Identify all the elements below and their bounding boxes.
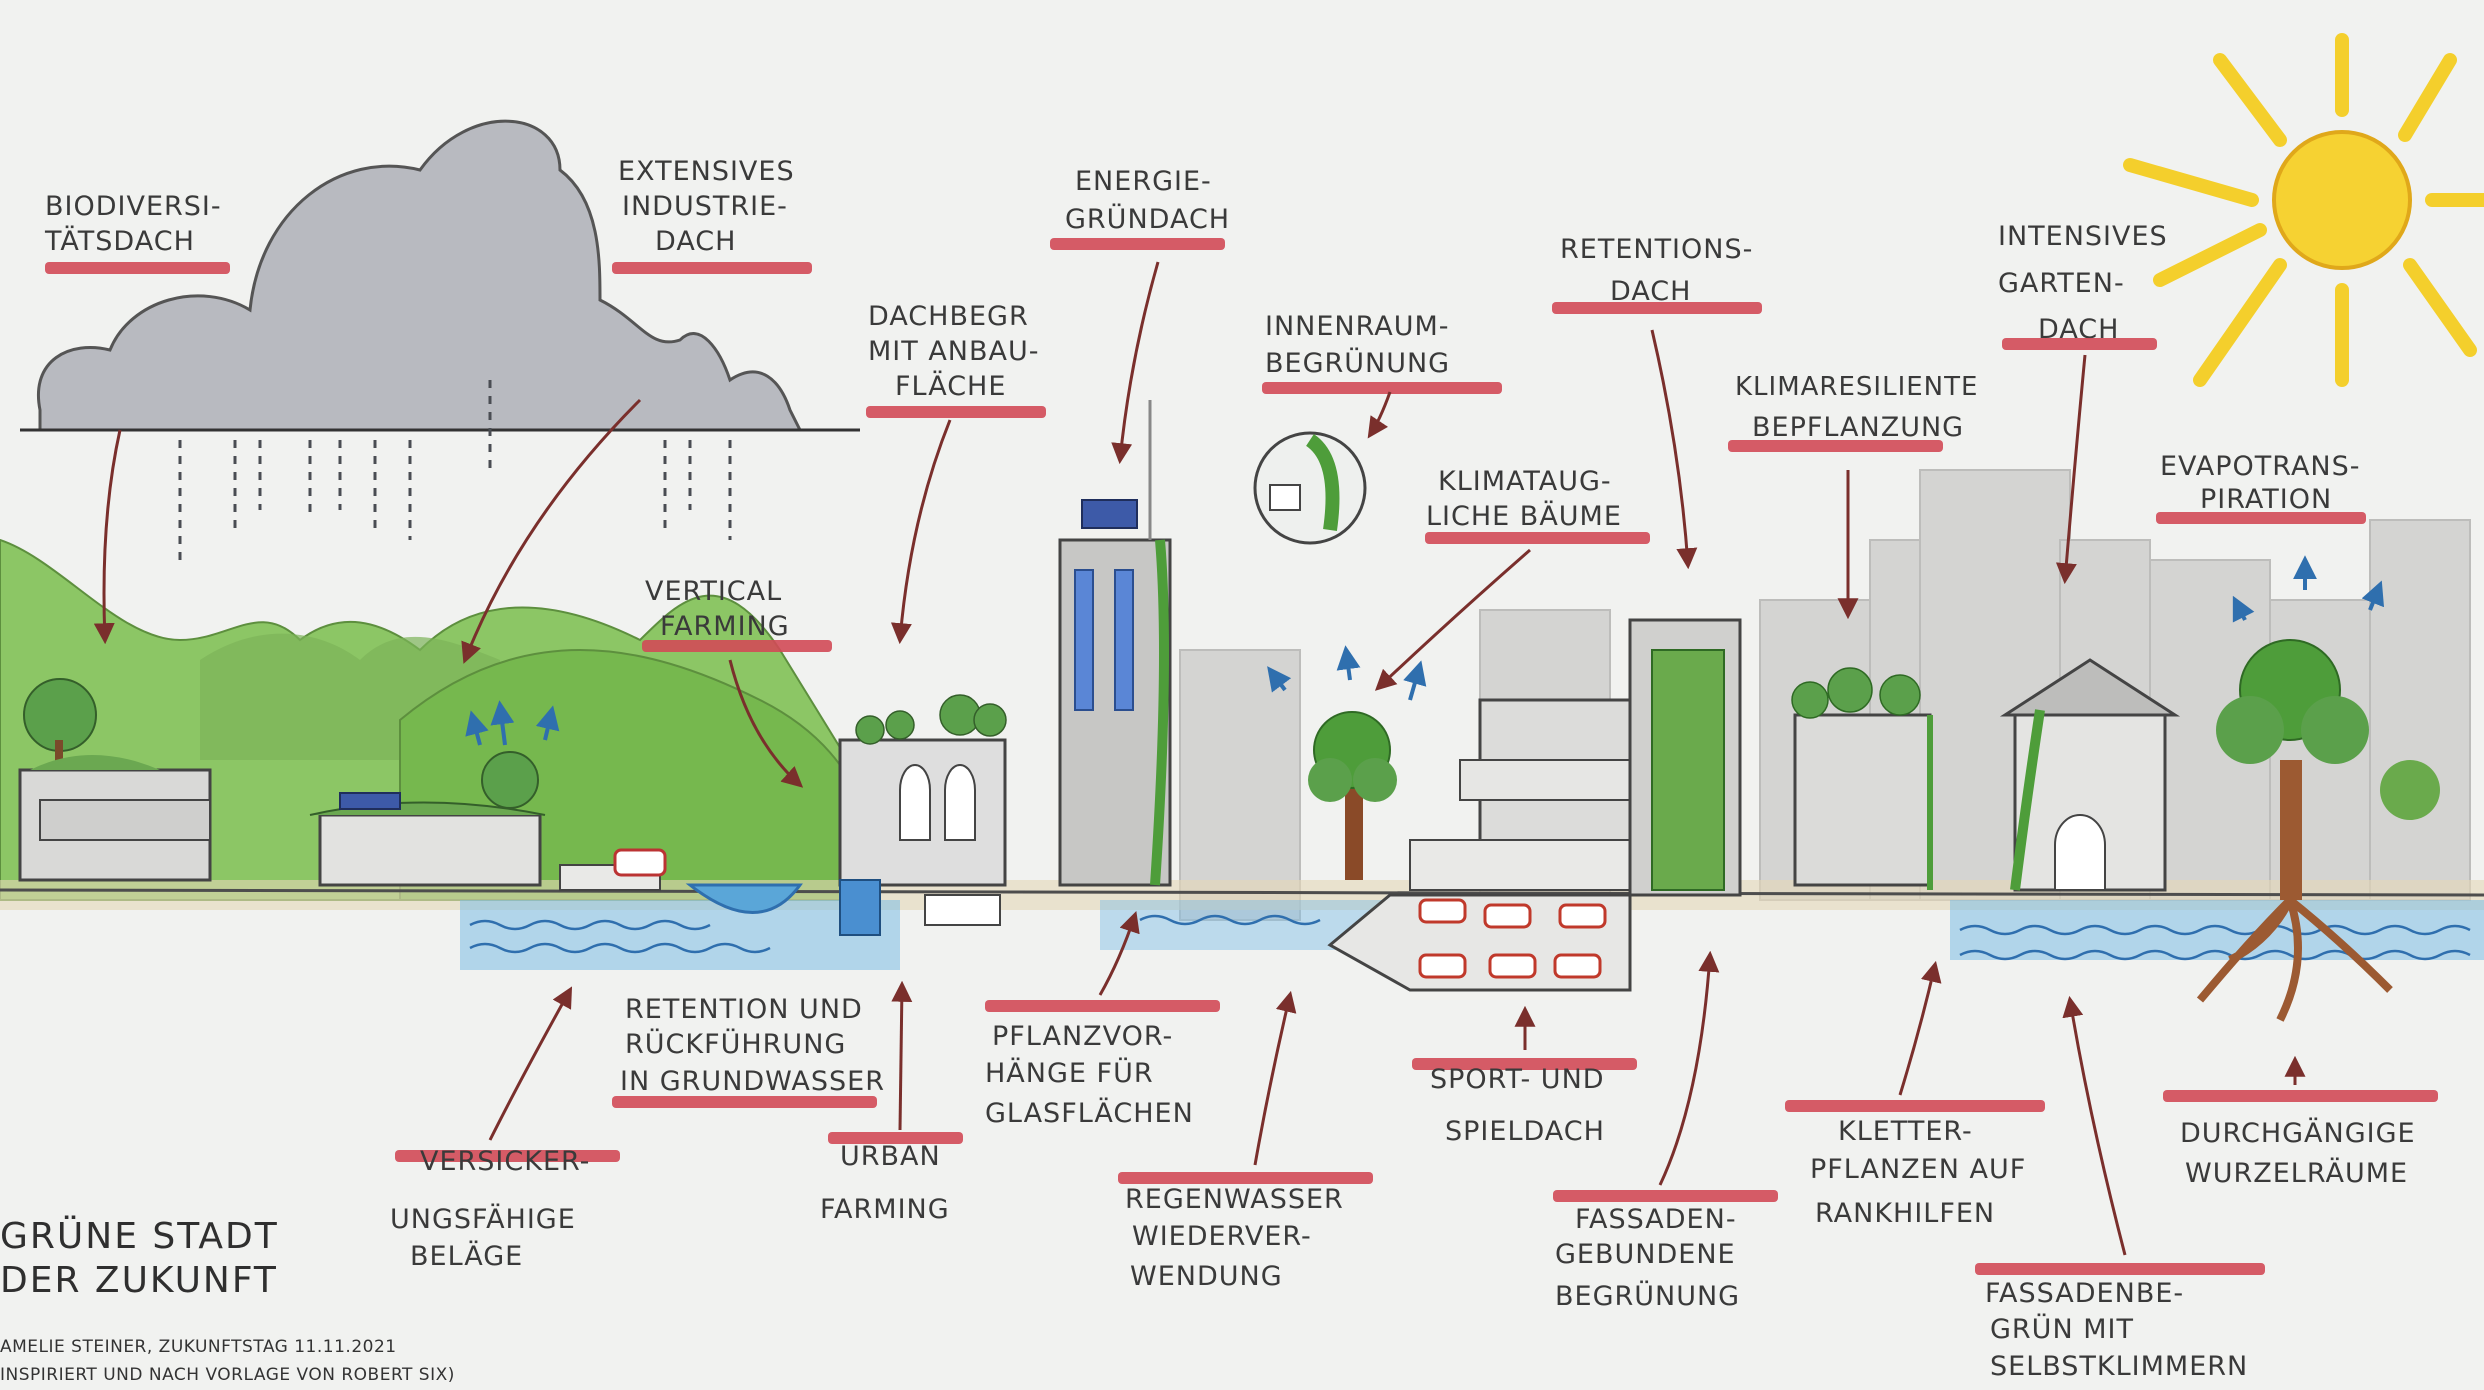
house-biodiversity-roof	[18, 678, 212, 882]
svg-text:SPIELDACH: SPIELDACH	[1445, 1116, 1605, 1147]
svg-text:INDUSTRIE-: INDUSTRIE-	[622, 191, 788, 222]
underground-parking	[1327, 893, 1632, 992]
label-facade-bound-greening: FASSADEN- GEBUNDENE BEGRÜNUNG	[1553, 950, 1778, 1312]
big-tree-with-roots	[2196, 639, 2440, 1022]
svg-text:EXTENSIVES: EXTENSIVES	[618, 156, 795, 187]
svg-text:DER ZUKUNFT: DER ZUKUNFT	[0, 1260, 278, 1301]
svg-text:IN GRUNDWASSER: IN GRUNDWASSER	[620, 1066, 885, 1097]
svg-text:TÄTSDACH: TÄTSDACH	[44, 225, 195, 257]
label-plant-curtains: PFLANZVOR- HÄNGE FÜR GLASFLÄCHEN	[985, 911, 1220, 1129]
svg-text:KLIMARESILIENTE: KLIMARESILIENTE	[1735, 372, 1978, 402]
svg-text:DACHBEGR: DACHBEGR	[868, 301, 1029, 332]
facade-green-tower	[1628, 618, 1742, 897]
svg-text:GEBUNDENE: GEBUNDENE	[1555, 1239, 1736, 1270]
svg-text:SELBSTKLIMMERN: SELBSTKLIMMERN	[1990, 1351, 2248, 1382]
svg-text:FASSADEN-: FASSADEN-	[1575, 1204, 1737, 1235]
svg-text:DACH: DACH	[655, 226, 736, 257]
svg-text:GRÜNE STADT: GRÜNE STADT	[0, 1215, 279, 1257]
svg-text:RANKHILFEN: RANKHILFEN	[1815, 1198, 1995, 1229]
label-climate-resilient-planting: KLIMARESILIENTE BEPFLANZUNG	[1728, 372, 1978, 620]
svg-text:PIRATION: PIRATION	[2200, 484, 2332, 515]
svg-text:UNGSFÄHIGE: UNGSFÄHIGE	[390, 1203, 576, 1235]
label-climate-suitable-trees: KLIMATAUG- LICHE BÄUME	[1374, 466, 1650, 691]
label-sport-play-roof: SPORT- UND SPIELDACH	[1412, 1005, 1637, 1147]
retention-basin	[559, 848, 803, 914]
industrial-building	[309, 751, 546, 887]
svg-text:RETENTION UND: RETENTION UND	[625, 994, 863, 1025]
svg-text:RÜCKFÜHRUNG: RÜCKFÜHRUNG	[625, 1028, 846, 1060]
svg-text:GRÜN MIT: GRÜN MIT	[1990, 1313, 2134, 1345]
rain-cloud	[20, 119, 860, 560]
svg-text:BEGRÜNUNG: BEGRÜNUNG	[1555, 1280, 1740, 1312]
svg-text:INTENSIVES: INTENSIVES	[1998, 221, 2168, 252]
svg-text:EVAPOTRANS-: EVAPOTRANS-	[2160, 451, 2361, 482]
svg-text:BELÄGE: BELÄGE	[410, 1240, 523, 1272]
svg-text:WIEDERVER-: WIEDERVER-	[1132, 1221, 1312, 1252]
label-self-climber-facade: FASSADENBE- GRÜN MIT SELBSTKLIMMERN	[1975, 995, 2265, 1382]
label-permeable-surfaces: VERSICKER- UNGSFÄHIGE BELÄGE	[390, 986, 620, 1272]
svg-text:FARMING: FARMING	[660, 611, 790, 642]
building-urban-farming	[838, 694, 1007, 936]
label-energy-green-roof: ENERGIE- GRÜNDACH	[1050, 166, 1230, 465]
groundwater-water	[460, 900, 2484, 970]
label-rainwater-reuse: REGENWASSER WIEDERVER- WENDUNG	[1118, 990, 1373, 1292]
svg-text:FLÄCHE: FLÄCHE	[895, 370, 1006, 402]
label-urban-farming: URBAN FARMING	[820, 980, 963, 1225]
label-interior-greening: INNENRAUM- BEGRÜNUNG	[1262, 311, 1502, 439]
drawing-credits: AMELIE STEINER, ZUKUNFTSTAG 11.11.2021 I…	[0, 1337, 455, 1385]
sun	[2123, 33, 2484, 387]
label-continuous-root-zones: DURCHGÄNGIGE WURZELRÄUME	[2163, 1055, 2438, 1189]
svg-text:REGENWASSER: REGENWASSER	[1125, 1184, 1344, 1215]
svg-text:FARMING: FARMING	[820, 1194, 950, 1225]
drawing-title: GRÜNE STADT DER ZUKUNFT	[0, 1215, 279, 1301]
label-intensive-garden-roof: INTENSIVES GARTEN- DACH	[1998, 221, 2168, 585]
svg-text:GRÜNDACH: GRÜNDACH	[1065, 203, 1230, 235]
label-biodiversity-roof: BIODIVERSI- TÄTSDACH	[44, 191, 230, 645]
svg-text:INNENRAUM-: INNENRAUM-	[1265, 311, 1450, 342]
label-retention-roof: RETENTIONS- DACH	[1552, 234, 1762, 570]
svg-text:KLIMATAUG-: KLIMATAUG-	[1438, 466, 1612, 497]
label-vertical-farming: VERTICAL FARMING	[642, 576, 832, 788]
interior-greening-bubble	[1253, 431, 1367, 545]
svg-text:LICHE BÄUME: LICHE BÄUME	[1426, 500, 1622, 532]
climate-tree	[1308, 711, 1397, 880]
svg-text:GLASFLÄCHEN: GLASFLÄCHEN	[985, 1097, 1194, 1129]
svg-text:PFLANZEN AUF: PFLANZEN AUF	[1810, 1154, 2026, 1185]
label-extensive-industrial-roof: EXTENSIVES INDUSTRIE- DACH	[461, 156, 812, 664]
svg-text:PFLANZVOR-: PFLANZVOR-	[992, 1021, 1173, 1052]
tower-energy-roof	[1058, 400, 1172, 887]
svg-text:ENERGIE-: ENERGIE-	[1075, 166, 1212, 197]
svg-text:BEGRÜNUNG: BEGRÜNUNG	[1265, 347, 1450, 379]
svg-text:DURCHGÄNGIGE: DURCHGÄNGIGE	[2180, 1117, 2416, 1149]
sport-roof-building	[1409, 698, 1642, 891]
svg-text:HÄNGE FÜR: HÄNGE FÜR	[985, 1057, 1154, 1089]
label-climbing-plants-trellis: KLETTER- PFLANZEN AUF RANKHILFEN	[1785, 960, 2045, 1229]
svg-text:BEPFLANZUNG: BEPFLANZUNG	[1752, 412, 1964, 443]
evapotranspiration-arrows	[465, 555, 2385, 746]
old-house-self-climbers	[1999, 658, 2181, 892]
svg-text:DACH: DACH	[1610, 276, 1691, 307]
svg-text:VERSICKER-: VERSICKER-	[420, 1146, 590, 1177]
svg-text:VERTICAL: VERTICAL	[645, 576, 782, 607]
svg-text:MIT ANBAU-: MIT ANBAU-	[868, 336, 1040, 367]
svg-text:WURZELRÄUME: WURZELRÄUME	[2185, 1157, 2408, 1189]
label-evapotranspiration: EVAPOTRANS- PIRATION	[2156, 451, 2366, 524]
svg-text:SPORT- UND: SPORT- UND	[1430, 1064, 1605, 1095]
label-roof-with-growing-area: DACHBEGR MIT ANBAU- FLÄCHE	[866, 301, 1046, 645]
svg-text:WENDUNG: WENDUNG	[1130, 1261, 1283, 1292]
svg-text:AMELIE STEINER, ZUKUNFTSTAG 11: AMELIE STEINER, ZUKUNFTSTAG 11.11.2021	[0, 1337, 397, 1357]
svg-text:BIODIVERSI-: BIODIVERSI-	[45, 191, 222, 222]
svg-text:URBAN: URBAN	[840, 1141, 941, 1172]
label-retention-groundwater: RETENTION UND RÜCKFÜHRUNG IN GRUNDWASSER	[612, 994, 885, 1108]
svg-text:KLETTER-: KLETTER-	[1838, 1116, 1973, 1147]
svg-text:GARTEN-: GARTEN-	[1998, 268, 2125, 299]
svg-text:FASSADENBE-: FASSADENBE-	[1985, 1278, 2184, 1309]
building-climbing-plants	[1791, 667, 1933, 890]
svg-text:RETENTIONS-: RETENTIONS-	[1560, 234, 1753, 265]
svg-text:INSPIRIERT UND NACH VORLAGE VO: INSPIRIERT UND NACH VORLAGE VON ROBERT S…	[0, 1365, 455, 1385]
